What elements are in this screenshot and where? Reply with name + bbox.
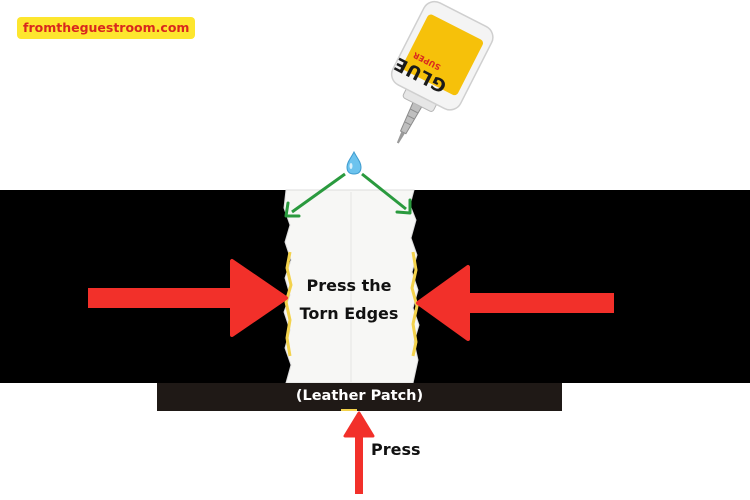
press-edges-line2: Torn Edges — [299, 304, 399, 323]
arrow-up-icon — [343, 411, 375, 494]
glue-bottle-icon — [390, 0, 494, 144]
press-edges-label: Press the Torn Edges — [294, 272, 404, 328]
left-edge-glue — [284, 251, 293, 357]
leather-patch-label: (Leather Patch) — [295, 388, 424, 404]
watermark-badge: fromtheguestroom.com — [17, 17, 196, 39]
glue-drop-icon — [346, 150, 362, 175]
press-label: Press — [371, 440, 421, 459]
arrow-left-icon — [416, 265, 614, 341]
watermark-text: fromtheguestroom.com — [23, 20, 190, 35]
press-edges-line1: Press the — [306, 276, 392, 295]
arrow-right-icon — [88, 259, 288, 337]
right-edge-glue — [410, 251, 419, 357]
leather-patch — [157, 383, 562, 411]
green-arrows — [284, 172, 412, 218]
